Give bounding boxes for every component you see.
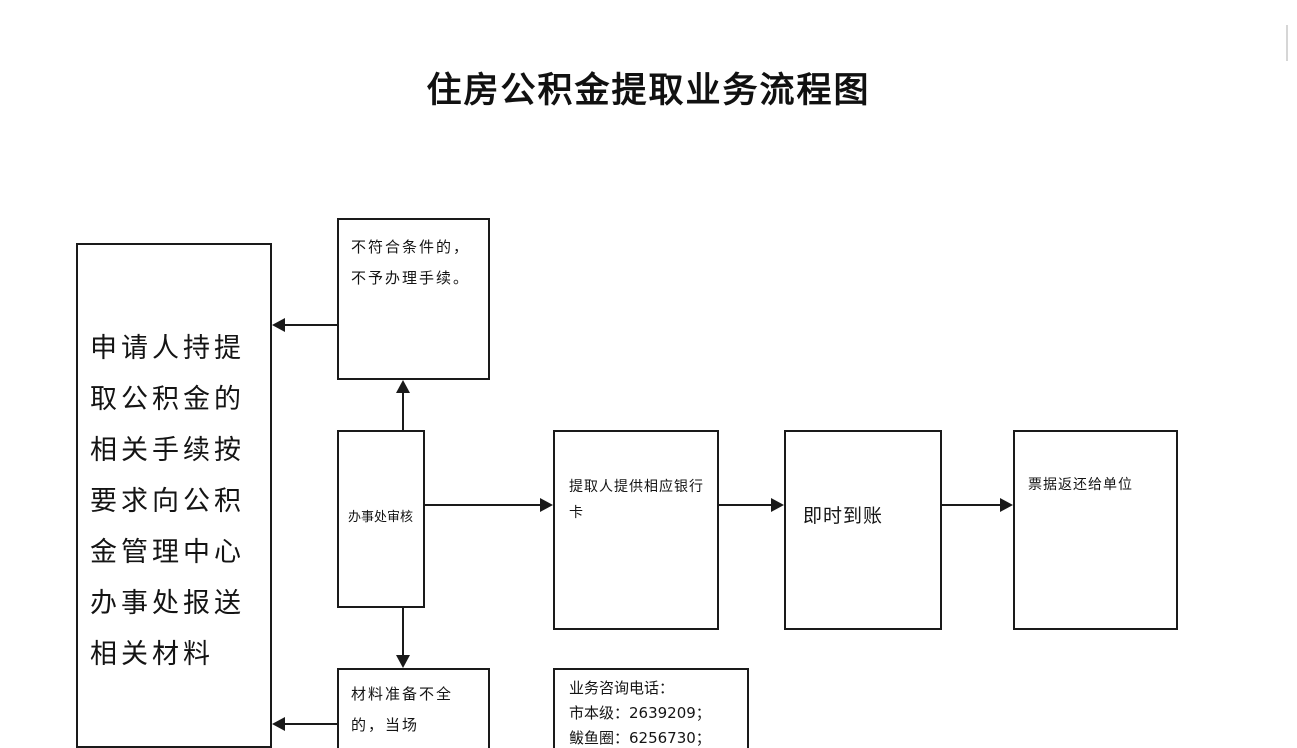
connector-not-eligible-to-applicant-line: [285, 324, 337, 326]
connector-review-to-not-eligible-arrowhead: [396, 380, 410, 393]
connector-review-to-not-eligible-line: [402, 392, 404, 430]
node-office-review: 办事处审核: [337, 430, 425, 608]
node-instant-arrival-label: 即时到账: [803, 505, 884, 527]
node-receipt-returned: 票据返还给单位: [1013, 430, 1178, 630]
node-provide-bank-card: 提取人提供相应银行卡: [553, 430, 719, 630]
connector-instant-to-receipt-line: [942, 504, 1000, 506]
node-incomplete-materials: 材料准备不全的，当场: [337, 668, 490, 748]
note-contact-info-label: 业务咨询电话： 市本级：2639209； 鲅鱼圈：6256730；: [569, 679, 711, 747]
scan-artifact-line: [1286, 25, 1288, 61]
node-provide-bank-card-label: 提取人提供相应银行卡: [569, 479, 704, 521]
node-incomplete-materials-label: 材料准备不全的，当场: [351, 685, 454, 734]
node-instant-arrival: 即时到账: [784, 430, 942, 630]
node-not-eligible: 不符合条件的，不予办理手续。: [337, 218, 490, 380]
page-title: 住房公积金提取业务流程图: [426, 70, 871, 111]
connector-incomplete-to-applicant-line: [285, 723, 337, 725]
node-applicant-submits-materials: 申请人持提取公积金的相关手续按要求向公积金管理中心办事处报送相关材料: [76, 243, 272, 748]
connector-bank-card-to-instant-line: [719, 504, 771, 506]
node-office-review-label: 办事处审核: [348, 510, 414, 525]
node-receipt-returned-label: 票据返还给单位: [1028, 477, 1133, 493]
connector-instant-to-receipt-arrowhead: [1000, 498, 1013, 512]
connector-review-to-bank-card-line: [425, 504, 540, 506]
note-contact-info: 业务咨询电话： 市本级：2639209； 鲅鱼圈：6256730；: [553, 668, 749, 748]
connector-review-to-incomplete-arrowhead: [396, 655, 410, 668]
connector-not-eligible-to-applicant-arrowhead: [272, 318, 285, 332]
connector-review-to-incomplete-line: [402, 608, 404, 656]
node-not-eligible-label: 不符合条件的，不予办理手续。: [351, 238, 471, 287]
connector-review-to-bank-card-arrowhead: [540, 498, 553, 512]
connector-bank-card-to-instant-arrowhead: [771, 498, 784, 512]
node-applicant-label: 申请人持提取公积金的相关手续按要求向公积金管理中心办事处报送相关材料: [90, 333, 245, 670]
connector-incomplete-to-applicant-arrowhead: [272, 717, 285, 731]
